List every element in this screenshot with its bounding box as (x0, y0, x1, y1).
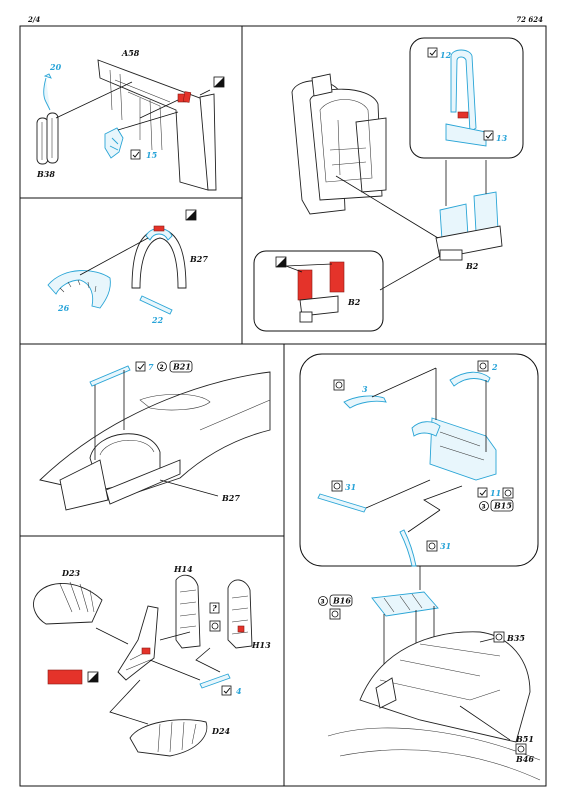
d24-flap-part (129, 719, 208, 757)
panel-3-assembly (253, 37, 524, 332)
red-paint-swatch (47, 669, 83, 685)
pe-12-part (450, 49, 477, 133)
svg-text:2: 2 (160, 364, 164, 371)
pe-13-part (445, 123, 487, 147)
svg-text:3: 3 (321, 599, 325, 606)
check-icon (483, 130, 494, 141)
pe-20-part (43, 77, 51, 111)
rear-fuselage-part (327, 631, 541, 781)
panel-1-assembly (36, 59, 217, 191)
pe-4-part (199, 673, 231, 689)
document-code: 72 624 (516, 15, 543, 24)
label-pe-7: 7 (148, 362, 154, 372)
label-pe-20: 20 (49, 62, 62, 72)
label-question: ? (212, 603, 217, 613)
label-pe-3: 3 (362, 384, 368, 394)
label-h14: H14 (173, 564, 193, 574)
label-a58: A58 (121, 48, 140, 58)
label-pe-11: 11 (490, 488, 501, 498)
pe-7-part (89, 365, 131, 387)
check-icon (135, 361, 146, 372)
label-pe-31b: 31 (440, 541, 451, 551)
label-b46: B46 (515, 754, 534, 764)
pe-3-part (343, 395, 387, 409)
step-icon (515, 743, 527, 755)
fuselage-cockpit-part (291, 73, 387, 215)
label-ref-b16: B16 (332, 596, 351, 606)
label-b51: B51 (515, 734, 534, 744)
panel-frame-6 (19, 535, 285, 787)
b27-frame-part (131, 225, 187, 289)
pe-15-part (104, 127, 124, 159)
panel-2-assembly (47, 225, 187, 315)
ref-box-b16 (329, 594, 353, 607)
label-ref-b15: B15 (493, 501, 512, 511)
detail-bubble (409, 37, 524, 159)
h13-fin-part (227, 579, 253, 649)
question-box (209, 602, 220, 614)
label-pe-26: 26 (57, 303, 70, 313)
step-icon (426, 540, 438, 552)
paint-split-icon (185, 209, 197, 221)
panel-frame-2 (19, 197, 243, 345)
check-icon (477, 487, 488, 498)
ref-box-b15 (490, 499, 514, 512)
label-d24: D24 (211, 726, 231, 736)
page-number: 2/4 (28, 15, 41, 24)
step-icon (502, 487, 514, 499)
panel-5-assembly (299, 353, 541, 781)
svg-text:3: 3 (482, 504, 486, 511)
label-b35: B35 (506, 633, 525, 643)
step-icon (333, 379, 345, 391)
fuselage-top-part (39, 371, 271, 511)
paint-split-icon (87, 671, 99, 683)
label-pe-22: 22 (151, 315, 164, 325)
label-b2-inset: B2 (347, 297, 361, 307)
label-pe-4: 4 (236, 686, 242, 696)
inset-bubble (253, 250, 384, 332)
step-icon (493, 631, 505, 643)
step-icon (329, 608, 341, 620)
label-d23: D23 (61, 568, 81, 578)
pe-31-part (317, 493, 367, 513)
label-pe-13: 13 (496, 133, 508, 143)
step-icon: 3 (479, 501, 489, 511)
b38-tank-part (36, 112, 59, 165)
step-icon (477, 360, 489, 372)
panel-4-assembly (39, 365, 271, 511)
label-b27-p4: B27 (221, 493, 240, 503)
detail-bubble-5 (299, 353, 539, 567)
check-icon (427, 47, 438, 58)
pe-26-part (47, 270, 111, 309)
paint-split-icon (213, 76, 225, 88)
step-icon: 2 (157, 361, 167, 372)
step-icon (331, 480, 343, 492)
h14-fin-part (175, 574, 201, 649)
tail-part (117, 605, 159, 681)
b2-seat-part (435, 191, 503, 261)
panel-6-assembly (33, 574, 253, 757)
ref-box-b21 (169, 360, 193, 373)
d23-flap-part (33, 581, 103, 625)
label-pe-2: 2 (491, 362, 498, 372)
label-b2: B2 (465, 261, 479, 271)
paint-split-icon (275, 256, 287, 268)
label-ref-b21: B21 (172, 362, 191, 372)
check-icon (130, 149, 141, 160)
step-icon (209, 620, 221, 632)
label-pe-31: 31 (345, 482, 356, 492)
check-icon (221, 685, 232, 696)
label-h13: H13 (251, 640, 271, 650)
a58-panel-part (97, 59, 217, 191)
pe-22-part (139, 295, 173, 315)
label-b38: B38 (36, 169, 55, 179)
pe-31b-part (399, 529, 417, 567)
label-pe-15: 15 (146, 150, 158, 160)
label-b27: B27 (189, 254, 208, 264)
pe-2-part (449, 371, 491, 387)
label-pe-12: 12 (440, 50, 452, 60)
panel-frame-3 (241, 25, 547, 345)
step-icon: 3 (318, 596, 328, 606)
